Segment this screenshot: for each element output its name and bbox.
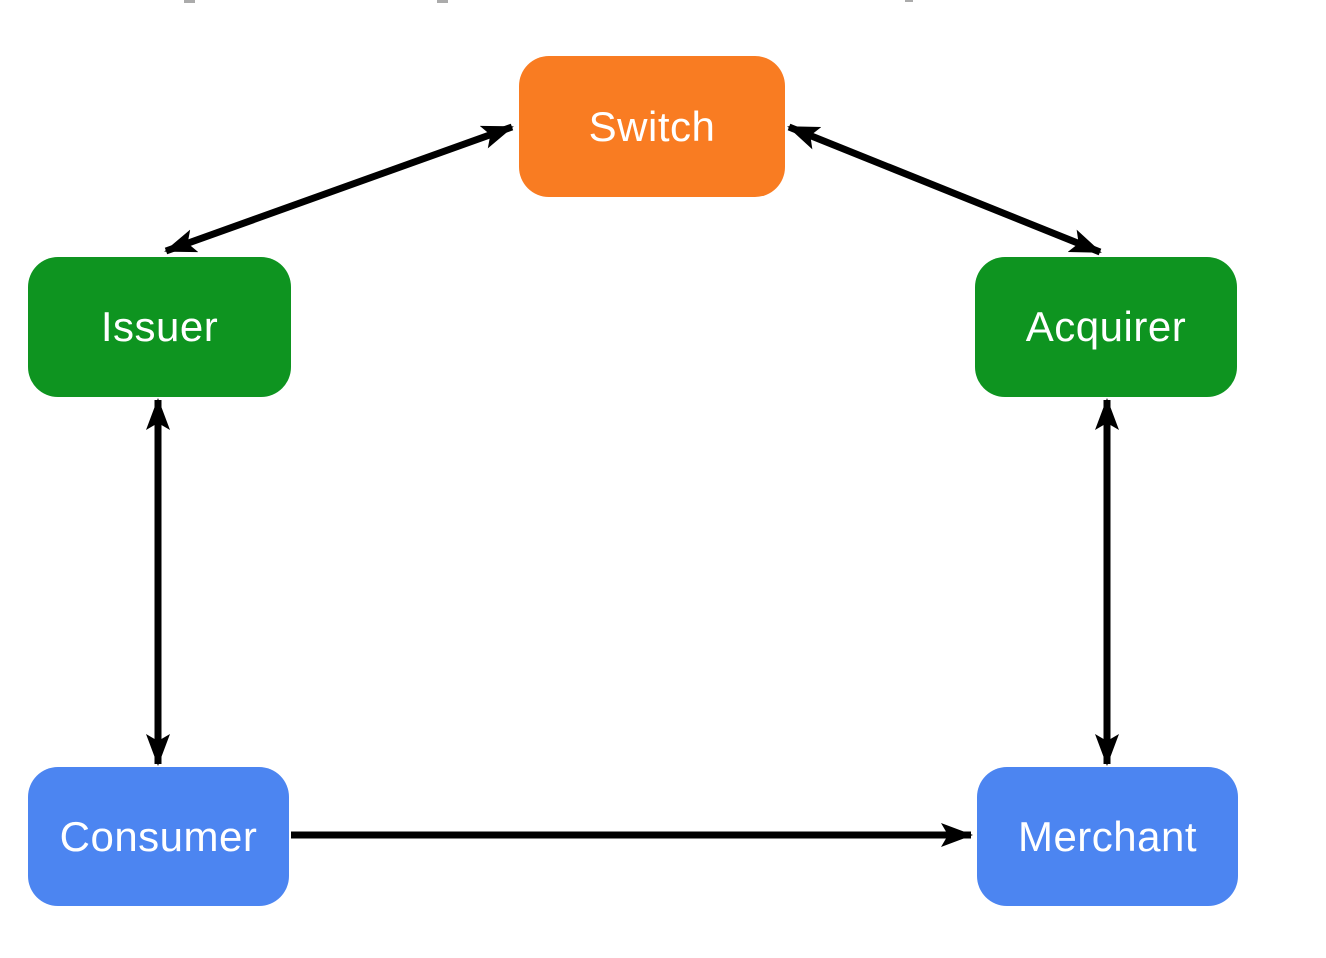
node-switch-label: Switch bbox=[588, 102, 716, 150]
node-issuer: Issuer bbox=[28, 257, 291, 397]
node-merchant-label: Merchant bbox=[1017, 812, 1198, 860]
edge-issuer-switch bbox=[164, 123, 514, 255]
node-issuer-label: Issuer bbox=[100, 303, 219, 350]
edge-switch-acquirer bbox=[787, 123, 1102, 256]
cropped-text-fragment bbox=[184, 0, 195, 3]
cropped-text-fragment bbox=[905, 0, 913, 2]
node-consumer-label: Consumer bbox=[59, 812, 258, 860]
cropped-text-fragment bbox=[437, 0, 448, 3]
node-acquirer: Acquirer bbox=[975, 257, 1237, 397]
node-merchant: Merchant bbox=[977, 767, 1238, 906]
node-acquirer-label: Acquirer bbox=[1025, 303, 1187, 350]
node-switch: Switch bbox=[519, 56, 785, 197]
node-consumer: Consumer bbox=[28, 767, 289, 906]
